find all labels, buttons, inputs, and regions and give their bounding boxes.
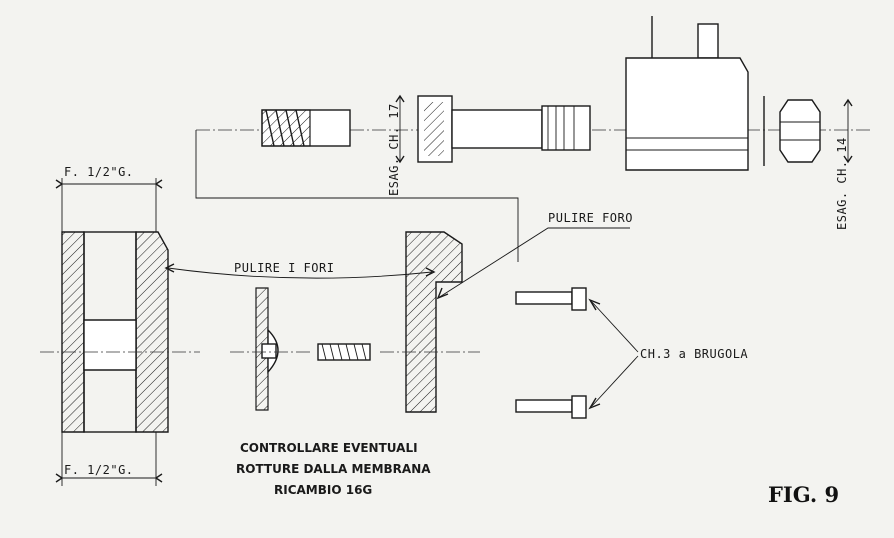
hex14-label: ESAG. CH. 14 xyxy=(835,137,849,230)
valve-cover xyxy=(380,231,480,413)
note-line-3: RICAMBIO 16G xyxy=(274,483,372,497)
hex-nut-ch14 xyxy=(763,96,821,166)
hex-nut-ch17 xyxy=(417,95,591,163)
membrane-assembly xyxy=(230,287,310,411)
thread-label-top: F. 1/2"G. xyxy=(64,165,134,179)
note-line-1: CONTROLLARE EVENTUALI xyxy=(240,441,418,455)
hex17-label: ESAG. CH. 17 xyxy=(387,103,401,196)
leader-pulire-i-fori xyxy=(164,263,436,279)
screw-lower xyxy=(515,395,587,419)
thread-label-bottom: F. 1/2"G. xyxy=(64,463,134,477)
threaded-spring-part xyxy=(261,109,351,147)
figure-number: FIG. 9 xyxy=(768,482,839,507)
dim-ch14 xyxy=(843,98,853,164)
connector-frame xyxy=(195,129,872,262)
note-line-2: ROTTURE DALLA MEMBRANA xyxy=(236,462,431,476)
solenoid-block xyxy=(625,16,749,171)
spring xyxy=(317,343,371,361)
valve-body xyxy=(40,178,200,486)
clean-holes-label: PULIRE I FORI xyxy=(234,261,334,275)
leader-brugola xyxy=(588,298,639,410)
leader-pulire-foro xyxy=(436,227,630,300)
clean-hole-label: PULIRE FORO xyxy=(548,211,633,225)
screw-upper xyxy=(515,287,587,311)
dim-ch17 xyxy=(395,94,405,164)
hex-key-label: CH.3 a BRUGOLA xyxy=(640,347,748,361)
